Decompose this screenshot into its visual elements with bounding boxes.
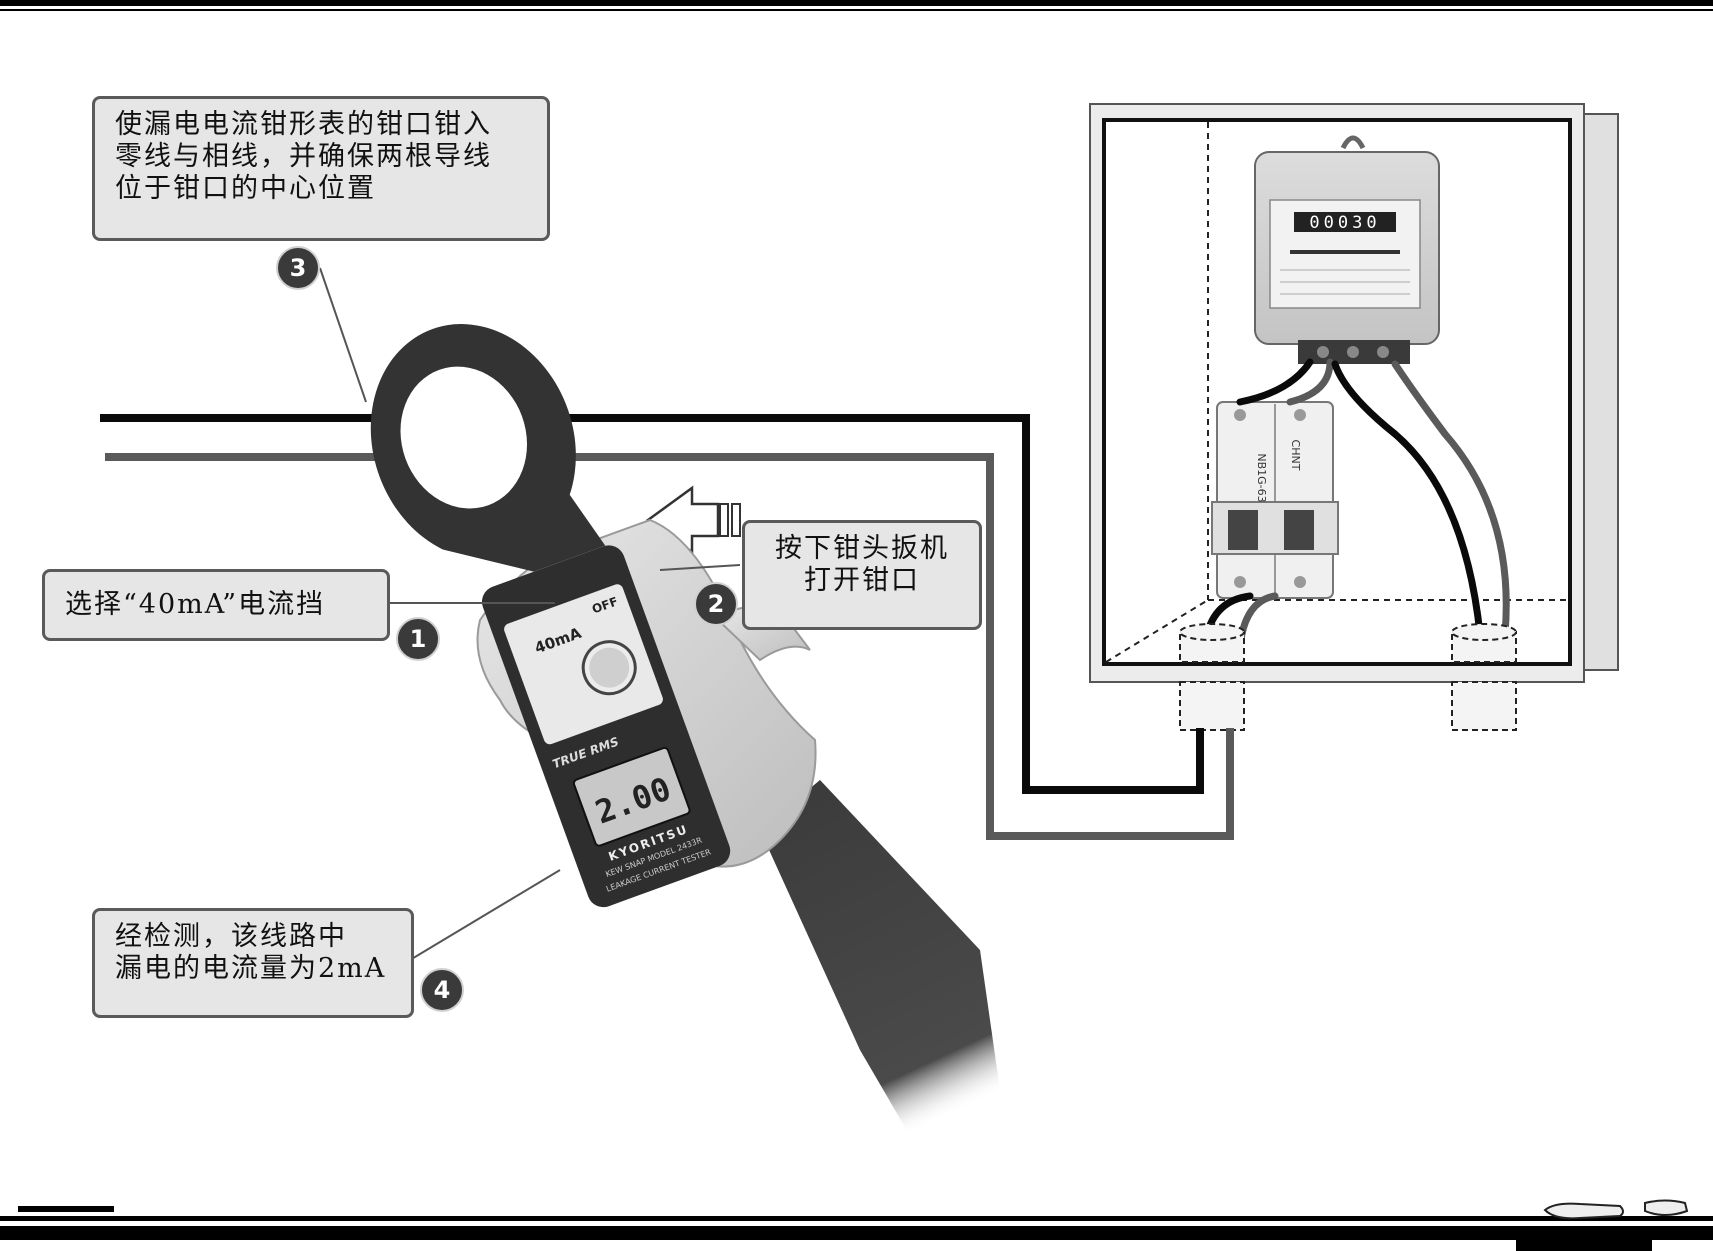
callout-step-3: 使漏电电流钳形表的钳口钳入 零线与相线，并确保两根导线 位于钳口的中心位置 xyxy=(92,96,550,241)
callout-2-line-1: 按下钳头扳机 xyxy=(775,533,949,564)
circuit-breaker: CHNT NB1G-63 xyxy=(1211,401,1339,599)
callout-step-4: 经检测，该线路中 漏电的电流量为2mA xyxy=(92,908,414,1018)
callout-3-line-1: 使漏电电流钳形表的钳口钳入 xyxy=(115,109,492,140)
step-badge-1: 1 xyxy=(396,617,440,661)
step-badge-3: 3 xyxy=(276,246,320,290)
breaker-brand: CHNT xyxy=(1289,440,1302,471)
step-badge-4: 4 xyxy=(420,968,464,1012)
external-wires xyxy=(100,414,1234,840)
neutral-wire xyxy=(105,453,1234,840)
leader-lines xyxy=(319,267,741,961)
callout-1-line-1: 选择“40mA”电流挡 xyxy=(65,589,326,620)
callout-4-line-2: 漏电的电流量为2mA xyxy=(115,953,387,984)
live-wire xyxy=(100,414,1204,794)
clamp-meter-icon: 40mA OFF TRUE RMS 2.00 KYORITSU KEW SNAP… xyxy=(370,324,811,908)
bottom-border xyxy=(0,1206,1713,1251)
leader-line-2 xyxy=(659,564,741,571)
arrow-press-icon xyxy=(645,485,741,555)
callout-step-1: 选择“40mA”电流挡 xyxy=(42,569,390,641)
energy-meter-counter: 00030 xyxy=(1309,213,1380,233)
callout-4-line-1: 经检测，该线路中 xyxy=(115,921,347,952)
energy-meter: 00030 xyxy=(1254,135,1440,364)
callout-3-line-3: 位于钳口的中心位置 xyxy=(115,173,376,204)
callout-step-2: 按下钳头扳机 打开钳口 xyxy=(742,520,982,630)
breaker-model: NB1G-63 xyxy=(1255,453,1268,502)
footer-decoration-icon xyxy=(1543,1199,1689,1220)
callout-2-line-2: 打开钳口 xyxy=(804,565,920,596)
callout-3-line-2: 零线与相线，并确保两根导线 xyxy=(115,141,492,172)
step-badge-2: 2 xyxy=(694,582,738,626)
leader-line-4 xyxy=(409,869,561,961)
leader-line-3 xyxy=(319,267,367,403)
top-border xyxy=(0,0,1713,11)
cable-glands xyxy=(1179,623,1517,731)
